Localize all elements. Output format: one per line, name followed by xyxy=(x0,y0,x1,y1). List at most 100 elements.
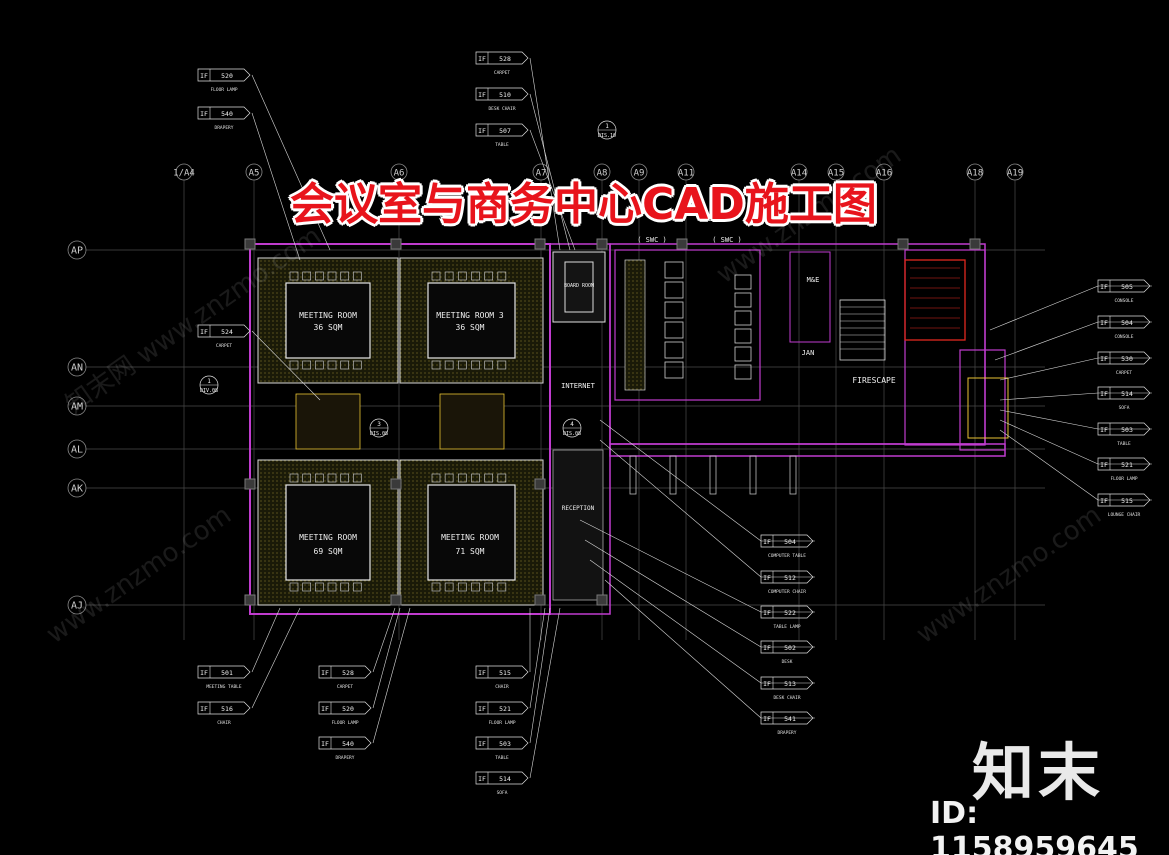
section-mark-ref: DIS.08 xyxy=(563,431,581,437)
callout-number: 501 xyxy=(221,669,233,677)
room-label: MEETING ROOM xyxy=(299,311,357,320)
grid-column-label: A11 xyxy=(678,169,694,179)
callout-name: CONSOLE xyxy=(1115,298,1134,304)
grid-row-label: AK xyxy=(71,484,83,495)
column-stub xyxy=(749,455,757,495)
callout-tag xyxy=(1097,457,1151,471)
column xyxy=(534,594,546,606)
chair xyxy=(484,473,494,483)
callout-name: CHAIR xyxy=(495,684,509,690)
callout-number: 515 xyxy=(499,669,511,677)
callout-number: 512 xyxy=(784,574,796,582)
callout-name: COMPUTER CHAIR xyxy=(768,589,806,595)
callout-number: 540 xyxy=(221,110,233,118)
callout-code: IF xyxy=(1100,390,1108,398)
chair xyxy=(457,360,467,370)
column-stub xyxy=(629,455,637,495)
leader-line xyxy=(529,57,561,251)
chair xyxy=(444,582,454,592)
toilet-stall xyxy=(664,261,684,279)
callout-name: FLOOR LAMP xyxy=(331,720,358,726)
callout-code: IF xyxy=(478,91,486,99)
room-area: 71 SQM xyxy=(456,547,485,556)
column xyxy=(534,238,546,250)
callout-number: 503 xyxy=(1121,426,1133,434)
toilet-stall xyxy=(734,346,752,362)
callout-code: IF xyxy=(763,680,771,688)
callout-code: IF xyxy=(763,538,771,546)
callout-tag xyxy=(318,736,372,750)
callout-name: FLOOR LAMP xyxy=(488,720,515,726)
callout-number: 522 xyxy=(784,609,796,617)
callout-name: TABLE xyxy=(495,142,509,148)
callout-code: IF xyxy=(763,715,771,723)
grid-bubble xyxy=(790,163,808,181)
callout-code: IF xyxy=(1100,283,1108,291)
callout-tag xyxy=(197,701,251,715)
chair xyxy=(444,271,454,281)
column xyxy=(244,478,256,490)
callout-number: 521 xyxy=(499,705,511,713)
toilet-block xyxy=(614,249,761,401)
callout-code: IF xyxy=(1100,497,1108,505)
callout-number: 528 xyxy=(342,669,354,677)
callout-name: DRAPERY xyxy=(778,730,797,736)
toilet-stall xyxy=(664,321,684,339)
column xyxy=(390,478,402,490)
grid-row-label: AM xyxy=(71,402,83,413)
grid-column-label: A14 xyxy=(791,169,807,179)
board-room xyxy=(552,251,606,323)
callout-tag xyxy=(197,68,251,82)
leader-line xyxy=(999,357,1099,381)
leader-line xyxy=(599,439,762,578)
grid-bubble xyxy=(677,163,695,181)
leader-line xyxy=(604,579,762,719)
chair xyxy=(314,473,324,483)
leader-line xyxy=(372,607,401,709)
callout-code: IF xyxy=(200,669,208,677)
leader-line xyxy=(251,330,321,401)
grid-bubble xyxy=(966,163,984,181)
meeting-table xyxy=(427,282,516,359)
chair xyxy=(444,360,454,370)
callout-tag xyxy=(318,665,372,679)
toilet-stall xyxy=(734,292,752,308)
room-label: ( SWC ) xyxy=(712,236,742,244)
callout-number: 521 xyxy=(1121,461,1133,469)
callout-name: SOFA xyxy=(497,790,508,796)
callout-tag xyxy=(197,324,251,338)
callout-tag xyxy=(475,701,529,715)
callout-name: CARPET xyxy=(1116,370,1133,376)
leader-line xyxy=(529,607,561,779)
callout-tag xyxy=(197,106,251,120)
callout-code: IF xyxy=(200,110,208,118)
callout-number: 541 xyxy=(784,715,796,723)
chair xyxy=(431,582,441,592)
column xyxy=(244,594,256,606)
grid-bubble xyxy=(67,595,87,615)
leader-line xyxy=(529,607,546,709)
chair xyxy=(471,360,480,370)
grid-bubble xyxy=(245,163,263,181)
grid-bubble xyxy=(630,163,648,181)
callout-code: IF xyxy=(1100,355,1108,363)
room-label: ( SWC ) xyxy=(637,236,667,244)
leader-line xyxy=(372,607,411,744)
callout-code: IF xyxy=(200,328,208,336)
column xyxy=(897,238,909,250)
callout-name: FLOOR LAMP xyxy=(1110,476,1137,482)
stair xyxy=(839,299,886,361)
grid-bubble xyxy=(67,396,87,416)
toilet-stall xyxy=(734,274,752,290)
leader-line xyxy=(999,429,1099,501)
chair xyxy=(340,473,350,483)
chair xyxy=(457,582,467,592)
room-area: 36 SQM xyxy=(314,323,343,332)
callout-tag xyxy=(1097,351,1151,365)
room-label: M&E xyxy=(807,276,820,284)
callout-code: IF xyxy=(763,609,771,617)
